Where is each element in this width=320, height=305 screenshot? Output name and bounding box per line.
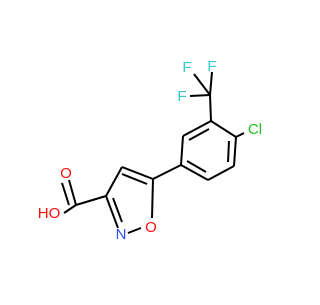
bond-cf3-f-top-left bbox=[193, 73, 211, 96]
bond-ring-4 bbox=[180, 164, 209, 181]
bond-carboxyl-oh bbox=[63, 204, 77, 214]
carbonyl-oxygen-label: O bbox=[60, 165, 72, 182]
chlorine-label: Cl bbox=[248, 121, 262, 138]
bond-ring-6-inner bbox=[188, 128, 210, 141]
bond-ring-2 bbox=[233, 136, 237, 167]
atom-labels: F F F Cl HO O N O bbox=[38, 58, 262, 243]
bond-ring-cl bbox=[235, 132, 245, 138]
bond-ring-4-inner bbox=[186, 160, 207, 173]
bond-ring-1 bbox=[210, 120, 237, 138]
hydroxyl-label: HO bbox=[38, 205, 61, 222]
bond-c5-c4-inner bbox=[121, 173, 148, 185]
bond-aryl-isoxazole bbox=[152, 164, 182, 180]
bond-ring-6 bbox=[182, 120, 212, 137]
bond-ring-3 bbox=[207, 165, 235, 181]
fluorine-label-top-left: F bbox=[182, 59, 191, 76]
bond-carbonyl bbox=[68, 179, 77, 206]
bond-c3-carboxyl bbox=[75, 195, 107, 206]
bond-cf3-f-top-right bbox=[209, 71, 213, 96]
bond-n-o bbox=[127, 227, 142, 234]
bond-c4-c3 bbox=[105, 166, 123, 197]
bond-cf3-ring bbox=[209, 94, 212, 122]
ring-nitrogen-label: N bbox=[116, 226, 127, 243]
molecule-canvas: F F F Cl HO O N O bbox=[38, 58, 262, 243]
fluorine-label-left: F bbox=[177, 88, 186, 105]
bond-ring-5 bbox=[180, 135, 184, 166]
bond-c3-n-inner bbox=[112, 197, 123, 223]
bond-ring-2-inner bbox=[227, 140, 230, 163]
fluorine-label-top-right: F bbox=[207, 58, 216, 75]
bonds bbox=[61, 71, 245, 234]
bond-cf3-f-left bbox=[189, 94, 211, 97]
ring-oxygen-label: O bbox=[145, 219, 157, 236]
bond-carbonyl-inner bbox=[61, 182, 70, 206]
structure-diagram: F F F Cl HO O N O bbox=[38, 58, 262, 243]
bond-c3-n bbox=[105, 195, 119, 229]
bond-c5-c4 bbox=[121, 166, 154, 180]
bond-o-c5 bbox=[151, 178, 154, 219]
